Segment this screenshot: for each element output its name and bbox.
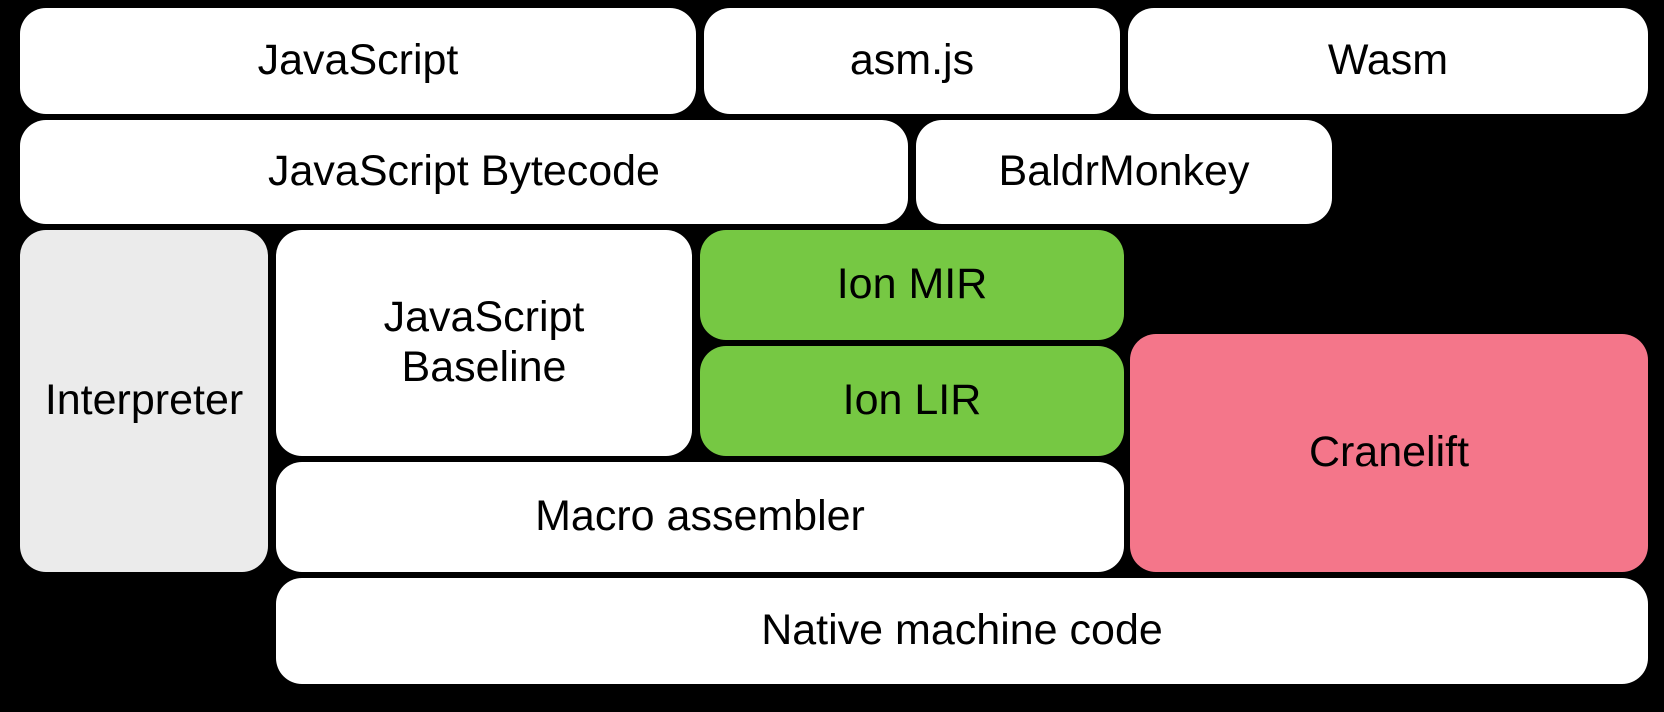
node-javascript[interactable]: JavaScript bbox=[20, 8, 696, 114]
node-ion-mir[interactable]: Ion MIR bbox=[700, 230, 1124, 340]
node-ion-lir[interactable]: Ion LIR bbox=[700, 346, 1124, 456]
node-label-ion-mir: Ion MIR bbox=[836, 260, 988, 309]
node-javascript-baseline[interactable]: JavaScript Baseline bbox=[276, 230, 692, 456]
node-label-javascript-bytecode: JavaScript Bytecode bbox=[268, 147, 660, 196]
node-label-macro-assembler: Macro assembler bbox=[535, 492, 865, 541]
node-label-javascript-baseline: JavaScript Baseline bbox=[383, 293, 585, 391]
node-cranelift[interactable]: Cranelift bbox=[1130, 334, 1648, 572]
node-wasm[interactable]: Wasm bbox=[1128, 8, 1648, 114]
node-baldrmonkey[interactable]: BaldrMonkey bbox=[916, 120, 1332, 224]
node-label-javascript: JavaScript bbox=[257, 36, 459, 85]
node-macro-assembler[interactable]: Macro assembler bbox=[276, 462, 1124, 572]
node-native-machine-code[interactable]: Native machine code bbox=[276, 578, 1648, 684]
node-label-asmjs: asm.js bbox=[849, 36, 975, 85]
node-label-baldrmonkey: BaldrMonkey bbox=[998, 147, 1250, 196]
node-label-cranelift: Cranelift bbox=[1308, 428, 1470, 477]
node-label-native-machine-code: Native machine code bbox=[761, 606, 1163, 655]
node-interpreter[interactable]: Interpreter bbox=[20, 230, 268, 572]
node-label-ion-lir: Ion LIR bbox=[842, 376, 982, 425]
node-asmjs[interactable]: asm.js bbox=[704, 8, 1120, 114]
node-label-wasm: Wasm bbox=[1327, 36, 1449, 85]
node-label-interpreter: Interpreter bbox=[44, 376, 244, 425]
node-javascript-bytecode[interactable]: JavaScript Bytecode bbox=[20, 120, 908, 224]
